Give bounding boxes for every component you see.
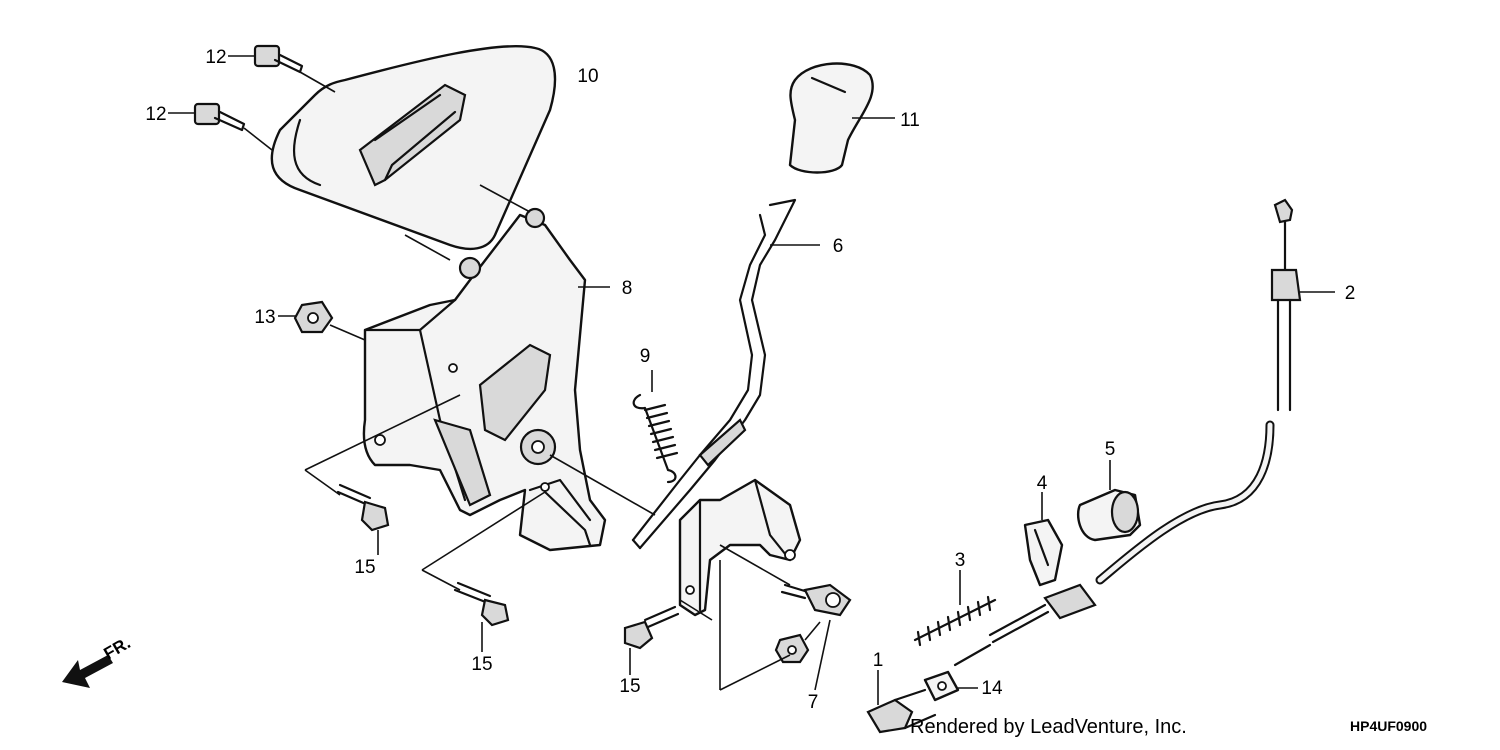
- cover-plate-part: [270, 45, 557, 251]
- cable-grommet-part: [1076, 460, 1142, 542]
- callout-6: 6: [833, 236, 844, 257]
- cable-end-part: [923, 670, 978, 702]
- front-direction-arrow: FR.: [62, 633, 134, 688]
- callout-3: 3: [955, 550, 966, 571]
- callout-14: 14: [981, 678, 1003, 699]
- callout-15-right: 15: [619, 676, 640, 697]
- callout-1: 1: [873, 650, 884, 671]
- mounting-bolt-left: [336, 483, 390, 555]
- mounting-bolt-right: [623, 605, 680, 675]
- callout-2: 2: [1345, 283, 1356, 304]
- callout-15-middle: 15: [471, 654, 492, 675]
- shift-knob-part: [788, 62, 895, 174]
- shift-lever-part: [631, 198, 820, 550]
- callout-11: 11: [900, 110, 920, 131]
- callout-15-left: 15: [354, 557, 375, 578]
- cable-spring-part: [913, 570, 997, 647]
- flange-nut-part: [278, 300, 366, 341]
- callout-5: 5: [1105, 439, 1116, 460]
- callout-8: 8: [622, 278, 633, 299]
- shift-cable-part: [953, 198, 1335, 667]
- mounting-bolt-middle: [453, 581, 510, 652]
- callout-4: 4: [1037, 473, 1048, 494]
- rod-end-part: [774, 583, 852, 691]
- flange-bolt-upper: [228, 44, 336, 93]
- retaining-clip-part: [1023, 492, 1064, 587]
- callout-10: 10: [577, 66, 598, 87]
- render-credit: Rendered by LeadVenture, Inc.: [910, 716, 1187, 738]
- callout-12-upper: 12: [205, 47, 226, 68]
- flange-bolt-lower: [168, 102, 273, 151]
- collar-part: [866, 670, 937, 734]
- assembly-lines: [304, 184, 791, 691]
- drawing-code: HP4UF0900: [1350, 718, 1427, 734]
- callout-12-lower: 12: [145, 104, 166, 125]
- lever-base-bracket: [678, 478, 802, 617]
- callout-9: 9: [640, 346, 651, 367]
- shift-bracket-part: [362, 207, 610, 552]
- callout-7: 7: [808, 692, 819, 713]
- return-spring-part: [632, 370, 679, 484]
- callout-13: 13: [254, 307, 275, 328]
